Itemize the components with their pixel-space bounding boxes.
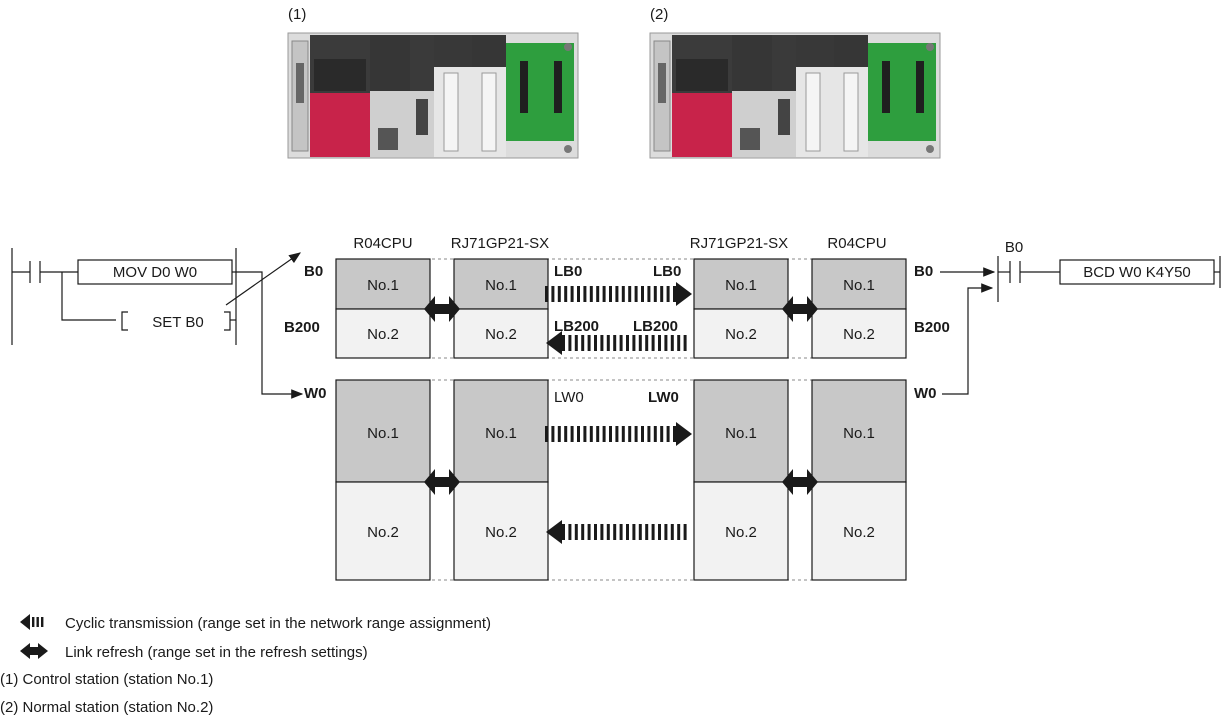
cell-w-net2-no2: No.2 (725, 524, 757, 541)
legend-note-normal-station: (2) Normal station (station No.2) (0, 699, 213, 716)
cell-b-cpu2-no2: No.2 (843, 326, 875, 343)
cell-w-net1-no2: No.2 (485, 524, 517, 541)
set-instruction: SET B0 (152, 314, 203, 331)
column-header-cpu2: R04CPU (827, 235, 886, 252)
cell-w-cpu1-no1: No.1 (367, 425, 399, 442)
cell-w-net1-no1: No.1 (485, 425, 517, 442)
cpu-module-red (672, 93, 732, 157)
network-board-green (506, 43, 574, 141)
cell-w-cpu2-no1: No.1 (843, 425, 875, 442)
module-tag-1: (1) (288, 6, 306, 23)
cyclic-arrow-lb0 (545, 282, 692, 306)
link-refresh-icon (20, 643, 48, 659)
contact-label-b0: B0 (1005, 239, 1023, 256)
link-label-lw0-net2: LW0 (648, 389, 679, 406)
device-b200-left: B200 (284, 319, 320, 336)
column-header-net1: RJ71GP21-SX (451, 235, 549, 252)
bcd-instruction: BCD W0 K4Y50 (1083, 264, 1191, 281)
legend: Cyclic transmission (range set in the ne… (0, 614, 491, 716)
mov-instruction: MOV D0 W0 (113, 264, 197, 281)
link-label-lb0-net2: LB0 (653, 263, 681, 280)
plc-rack-control-station: (1) (288, 6, 578, 158)
device-b200-right: B200 (914, 319, 950, 336)
device-w0-left: W0 (304, 385, 327, 402)
cell-w-net2-no1: No.1 (725, 425, 757, 442)
cell-b-net2-no1: No.1 (725, 277, 757, 294)
link-label-lb200-net2: LB200 (633, 318, 678, 335)
ladder-program-left: MOV D0 W0 SET B0 (12, 248, 302, 394)
cell-b-cpu1-no1: No.1 (367, 277, 399, 294)
cell-w-cpu1-no2: No.2 (367, 524, 399, 541)
cyclic-arrow-lw0-no1 (545, 422, 692, 446)
cpu-module-red (310, 93, 370, 157)
cell-b-net1-no2: No.2 (485, 326, 517, 343)
legend-refresh-text: Link refresh (range set in the refresh s… (65, 644, 368, 661)
legend-note-control-station: (1) Control station (station No.1) (0, 671, 213, 688)
column-header-cpu1: R04CPU (353, 235, 412, 252)
cyclic-transmission-icon (20, 614, 43, 630)
legend-cyclic-text: Cyclic transmission (range set in the ne… (65, 615, 491, 632)
cyclic-arrow-lw0-no2 (546, 520, 687, 544)
link-label-lw0-net1: LW0 (554, 389, 584, 406)
device-b0-left: B0 (304, 263, 323, 280)
cell-b-net2-no2: No.2 (725, 326, 757, 343)
plc-rack-normal-station: (2) (650, 6, 940, 158)
column-header-net2: RJ71GP21-SX (690, 235, 788, 252)
device-w0-right: W0 (914, 385, 937, 402)
network-board-green (868, 43, 936, 141)
cell-b-cpu1-no2: No.2 (367, 326, 399, 343)
cell-w-cpu2-no2: No.2 (843, 524, 875, 541)
module-tag-2: (2) (650, 6, 668, 23)
device-b0-right: B0 (914, 263, 933, 280)
cell-b-cpu2-no1: No.1 (843, 277, 875, 294)
ladder-program-right: B0 BCD W0 K4Y50 (940, 239, 1220, 394)
link-label-lb0-net1: LB0 (554, 263, 582, 280)
cell-b-net1-no1: No.1 (485, 277, 517, 294)
word-device-area: No.1 No.2 No.1 No.2 No.1 No.2 No.1 No.2 (336, 380, 906, 580)
